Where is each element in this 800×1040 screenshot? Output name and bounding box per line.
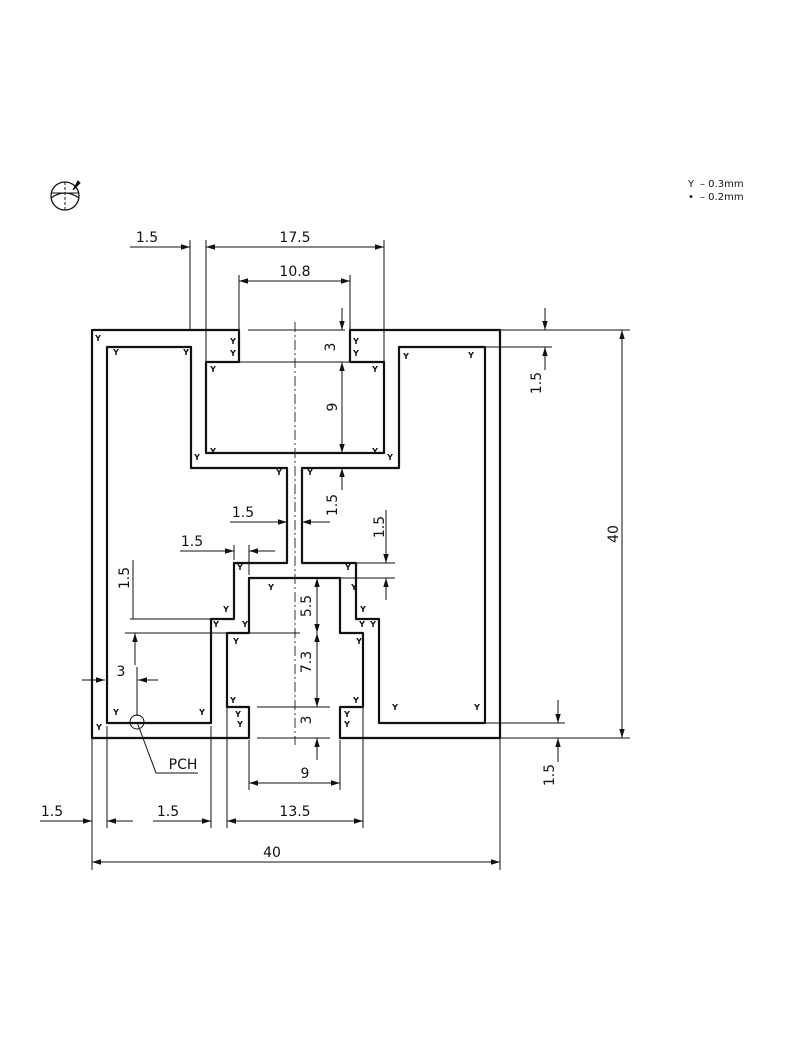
weld-mark: Y xyxy=(234,710,241,719)
weld-mark: Y xyxy=(94,334,101,343)
weld-mark: Y xyxy=(112,708,119,717)
weld-mark: Y xyxy=(236,563,243,572)
legend-text-y: – 0.3mm xyxy=(700,179,744,190)
weld-mark: Y xyxy=(343,710,350,719)
weld-mark: Y xyxy=(112,348,119,357)
profile-left-cavity xyxy=(105,345,289,725)
weld-mark: Y xyxy=(371,447,378,456)
weld-mark: Y xyxy=(275,468,282,477)
pch-label: PCH xyxy=(169,757,198,773)
dimension-label-bottom-slot-width: 13.5 xyxy=(279,804,310,820)
weld-mark: Y xyxy=(343,720,350,729)
weld-mark: Y xyxy=(241,620,248,629)
dimension-label-right-wall-top: 1.5 xyxy=(529,372,545,394)
dimension-label-step-left-vertical: 1.5 xyxy=(117,567,133,589)
legend-symbol-y: Y xyxy=(687,179,695,190)
legend-text-dot: – 0.2mm xyxy=(700,192,744,203)
dimension-label-lip-height: 3 xyxy=(323,343,339,352)
weld-mark: Y xyxy=(209,365,216,374)
weld-mark: Y xyxy=(402,352,409,361)
dimensions: 1.5 17.5 10.8 3 9 1.5 40 1.5 1.5 1.5 1.5 1.5 1.5 5.5 7… xyxy=(40,230,630,870)
weld-mark: Y xyxy=(358,620,365,629)
dimension-label-slot-opening: 10.8 xyxy=(279,264,310,280)
weld-mark: Y xyxy=(232,637,239,646)
dimension-label-channel-depth: 9 xyxy=(325,403,341,412)
legend: Y – 0.3mm • – 0.2mm xyxy=(687,179,744,203)
legend-symbol-dot: • xyxy=(688,192,694,203)
weld-mark: Y xyxy=(352,337,359,346)
dimension-label-inner-wall-left: 1.5 xyxy=(157,804,179,820)
weld-mark: Y xyxy=(369,620,376,629)
dimension-label-bottom-slot-opening: 9 xyxy=(301,766,310,782)
weld-mark: Y xyxy=(350,583,357,592)
weld-mark: Y xyxy=(222,605,229,614)
dimension-label-outer-wall-left: 1.5 xyxy=(41,804,63,820)
dimension-label-step-left: 1.5 xyxy=(181,534,203,550)
weld-mark: Y xyxy=(473,703,480,712)
dimension-label-overall-width: 40 xyxy=(263,845,281,861)
dimension-label-slot-upper: 5.5 xyxy=(299,595,315,617)
weld-mark: Y xyxy=(182,348,189,357)
weld-mark: Y xyxy=(352,349,359,358)
dimension-label-slot-lower: 3 xyxy=(299,716,315,725)
weld-mark: Y xyxy=(344,563,351,572)
weld-mark: Y xyxy=(236,720,243,729)
weld-mark: Y xyxy=(193,453,200,462)
profile-outer-boundary xyxy=(90,328,502,740)
weld-mark: Y xyxy=(467,351,474,360)
weld-mark: Y xyxy=(229,696,236,705)
dimension-label-web-width: 1.5 xyxy=(232,505,254,521)
dimension-label-pch-offset: 3 xyxy=(117,664,126,680)
weld-mark: Y xyxy=(391,703,398,712)
weld-mark: Y xyxy=(229,337,236,346)
weld-mark: Y xyxy=(209,447,216,456)
weld-mark: Y xyxy=(371,365,378,374)
projection-symbol-icon xyxy=(50,180,81,211)
dimension-label-right-wall-bottom: 1.5 xyxy=(542,764,558,786)
weld-mark: Y xyxy=(212,620,219,629)
dimension-label-web-vertical: 1.5 xyxy=(325,494,341,516)
weld-mark: Y xyxy=(386,453,393,462)
dimension-label-slot-middle: 7.3 xyxy=(299,651,315,673)
weld-mark: Y xyxy=(229,349,236,358)
weld-mark: Y xyxy=(352,696,359,705)
weld-mark: Y xyxy=(359,605,366,614)
weld-mark: Y xyxy=(95,723,102,732)
dimension-label-channel-width: 17.5 xyxy=(279,230,310,246)
weld-mark: Y xyxy=(267,583,274,592)
weld-mark: Y xyxy=(355,637,362,646)
profile-outline xyxy=(90,328,502,740)
dimension-label-step-right: 1.5 xyxy=(372,516,388,538)
weld-mark: Y xyxy=(198,708,205,717)
weld-mark: Y xyxy=(306,468,313,477)
dimension-label-overall-height: 40 xyxy=(606,525,622,543)
dimension-label-top-wall: 1.5 xyxy=(136,230,158,246)
